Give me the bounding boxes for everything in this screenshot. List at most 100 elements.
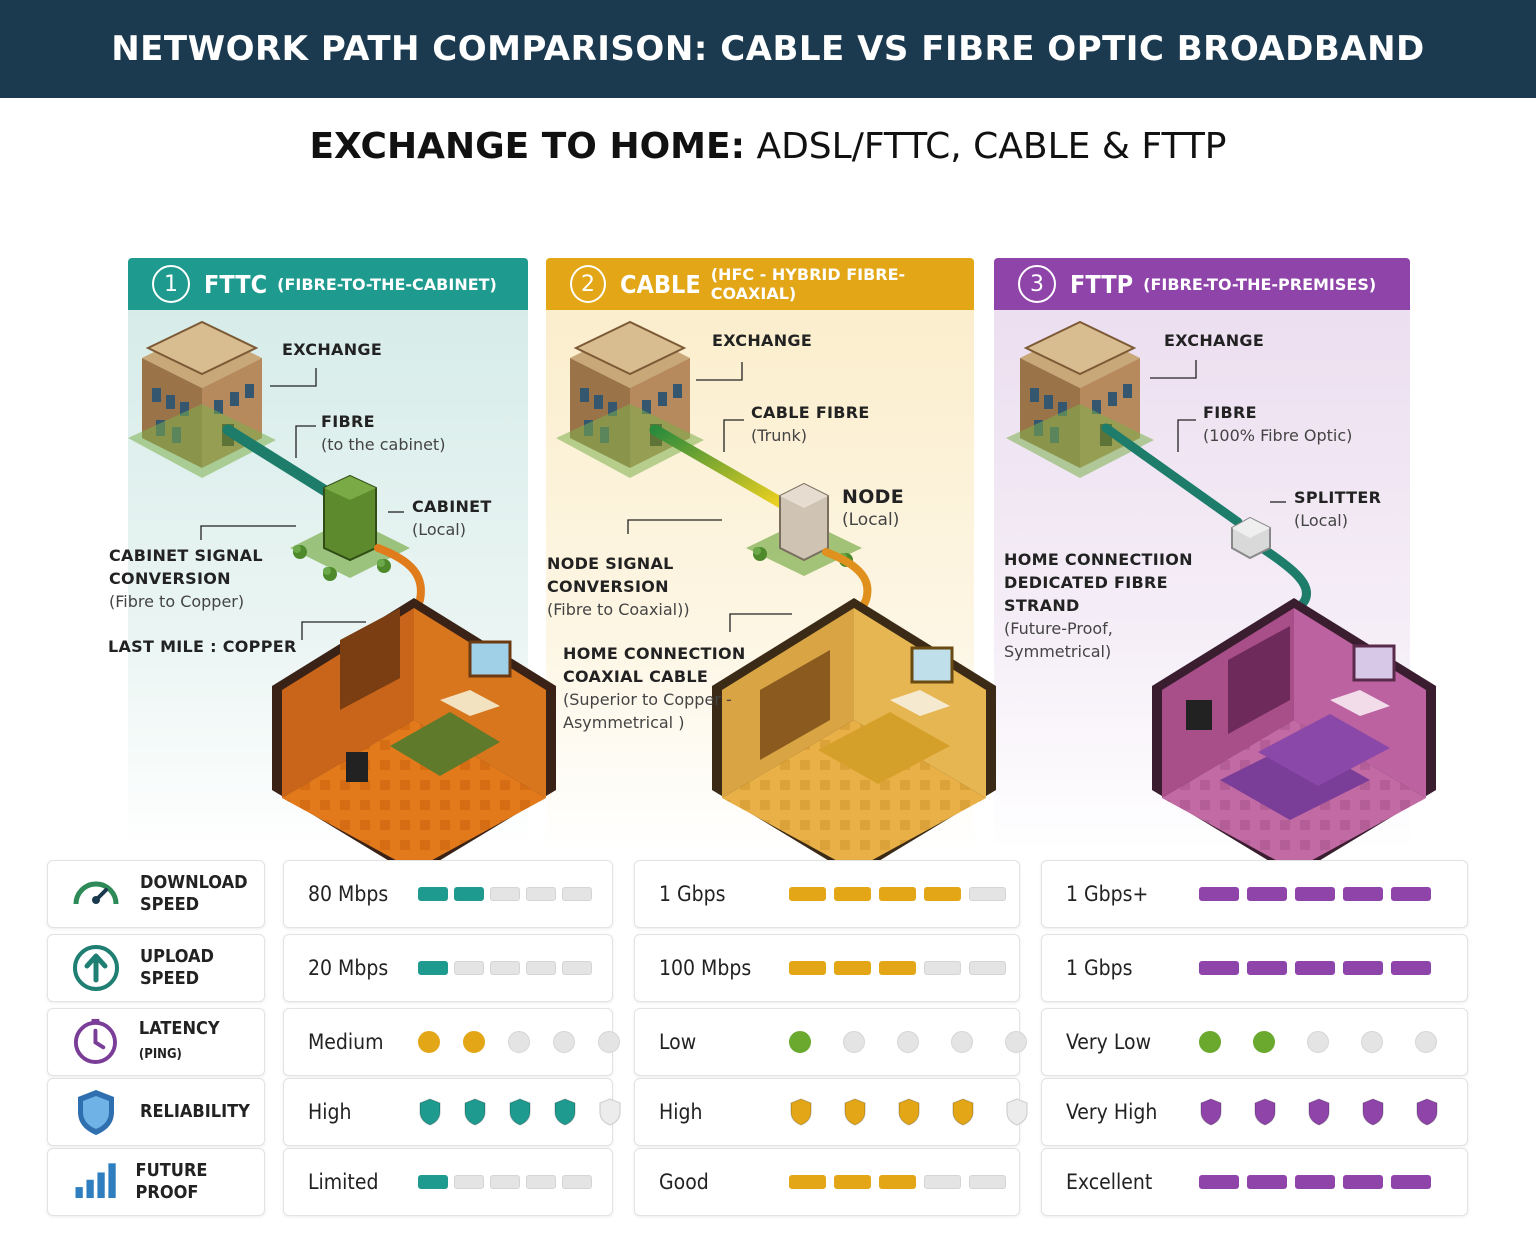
rating-dot [1005, 1031, 1027, 1053]
rating-indicator [1199, 887, 1431, 901]
rating-indicator [1199, 961, 1431, 975]
fttc-conversion-label: CABINET SIGNAL CONVERSION(Fibre to Coppe… [109, 546, 263, 611]
rating-dot [1415, 1031, 1437, 1053]
rating-bar [1247, 961, 1287, 975]
rating-bar [1295, 887, 1335, 901]
fttc-number-badge: 1 [152, 265, 190, 303]
fttp-metric-cell: Very High [1041, 1078, 1468, 1146]
rating-indicator [418, 1098, 635, 1126]
rating-bar [526, 887, 556, 901]
rating-dot [951, 1031, 973, 1053]
rating-indicator [418, 961, 592, 975]
cable-fibre-label: CABLE FIBRE(Trunk) [751, 403, 870, 445]
rating-bar [1391, 887, 1431, 901]
metric-value: High [308, 1100, 352, 1124]
rating-bar [969, 887, 1006, 901]
rating-bar [924, 961, 961, 975]
rating-bar [526, 961, 556, 975]
rating-bar [562, 887, 592, 901]
rating-dot [598, 1031, 620, 1053]
rating-bar [834, 887, 871, 901]
fttc-metric-cell: 20 Mbps [283, 934, 613, 1002]
fttc-metric-cell: Medium [283, 1008, 620, 1076]
rating-indicator [789, 887, 1006, 901]
rating-shield [509, 1098, 531, 1126]
rating-bar [789, 961, 826, 975]
metric-value: 20 Mbps [308, 956, 389, 980]
rating-bar [418, 1175, 448, 1189]
fttc-fibre-label: FIBRE(to the cabinet) [321, 412, 446, 454]
metric-value: 80 Mbps [308, 882, 389, 906]
metric-label-text: UPLOAD SPEED [140, 946, 214, 989]
cable-metric-cell: High [634, 1078, 1028, 1146]
cable-metric-cell: 1 Gbps [634, 860, 1020, 928]
rating-shield [599, 1098, 621, 1126]
metric-value: Medium [308, 1030, 384, 1054]
signal-bars-icon [70, 1156, 118, 1208]
rating-bar [1343, 1175, 1383, 1189]
rating-bar [879, 961, 916, 975]
rating-shield [844, 1098, 866, 1126]
fttc-metric-cell: High [283, 1078, 621, 1146]
fttp-metric-cell: 1 Gbps [1041, 934, 1468, 1002]
metric-label-text: RELIABILITY [140, 1101, 250, 1122]
rating-indicator [1199, 1098, 1461, 1126]
rating-bar [454, 887, 484, 901]
fttp-header: 3 FTTP (FIBRE-TO-THE-PREMISES) [994, 258, 1410, 310]
fttp-home-label: HOME CONNECTIION DEDICATED FIBRE STRAND(… [1004, 550, 1193, 661]
fttp-subtitle: (FIBRE-TO-THE-PREMISES) [1143, 274, 1377, 294]
metric-value: Limited [308, 1170, 379, 1194]
subtitle-light: ADSL/FTTC, CABLE & FTTP [756, 126, 1227, 167]
fttc-exchange-label: EXCHANGE [282, 340, 383, 359]
metric-value: 1 Gbps+ [1066, 882, 1149, 906]
rating-bar [526, 1175, 556, 1189]
rating-shield [464, 1098, 486, 1126]
rating-indicator [1199, 1175, 1431, 1189]
metric-label: FUTURE PROOF [136, 1160, 264, 1204]
rating-bar [1199, 961, 1239, 975]
rating-indicator [789, 1175, 1006, 1189]
fttc-last-mile-label: LAST MILE : COPPER [108, 637, 297, 656]
metric-label-text: LATENCY [138, 1018, 220, 1039]
cable-exchange-label: EXCHANGE [712, 331, 813, 350]
fttc-metric-cell: 80 Mbps [283, 860, 613, 928]
rating-shield [1254, 1098, 1276, 1126]
metric-label: UPLOAD SPEED [140, 946, 240, 990]
rating-bar [1295, 1175, 1335, 1189]
rating-indicator [418, 1175, 592, 1189]
cable-metric-cell: 100 Mbps [634, 934, 1020, 1002]
rating-indicator [789, 1031, 1051, 1053]
shield-icon [70, 1086, 122, 1138]
cable-conversion-label: NODE SIGNAL CONVERSION(Fibre to Coaxial)… [547, 554, 690, 619]
rating-bar [789, 1175, 826, 1189]
rating-indicator [418, 1031, 635, 1053]
rating-indicator [789, 961, 1006, 975]
metric-label: LATENCY (PING) [139, 1018, 264, 1066]
metric-label-text: DOWNLOAD SPEED [140, 872, 248, 915]
metric-label-card: DOWNLOAD SPEED [47, 860, 265, 928]
rating-bar [1343, 887, 1383, 901]
rating-dot [418, 1031, 440, 1053]
rating-bar [1247, 1175, 1287, 1189]
rating-shield [1200, 1098, 1222, 1126]
metric-value: Very High [1066, 1100, 1158, 1124]
cable-metric-cell: Good [634, 1148, 1020, 1216]
metric-label-card: LATENCY (PING) [47, 1008, 265, 1076]
fttp-fibre-label: FIBRE(100% Fibre Optic) [1203, 403, 1353, 445]
fttp-splitter-label: SPLITTER(Local) [1294, 488, 1382, 530]
rating-bar [454, 1175, 484, 1189]
rating-shield [952, 1098, 974, 1126]
fttp-metric-cell: Very Low [1041, 1008, 1468, 1076]
rating-bar [834, 1175, 871, 1189]
fttc-metric-cell: Limited [283, 1148, 613, 1216]
rating-bar [969, 1175, 1006, 1189]
metric-label: RELIABILITY [140, 1101, 250, 1123]
rating-bar [969, 961, 1006, 975]
rating-shield [1006, 1098, 1028, 1126]
fttp-metric-cell: Excellent [1041, 1148, 1468, 1216]
cable-metric-cell: Low [634, 1008, 1027, 1076]
fttc-subtitle: (FIBRE-TO-THE-CABINET) [277, 274, 497, 294]
cable-number-badge: 2 [570, 265, 606, 303]
rating-bar [490, 961, 520, 975]
rating-dot [843, 1031, 865, 1053]
